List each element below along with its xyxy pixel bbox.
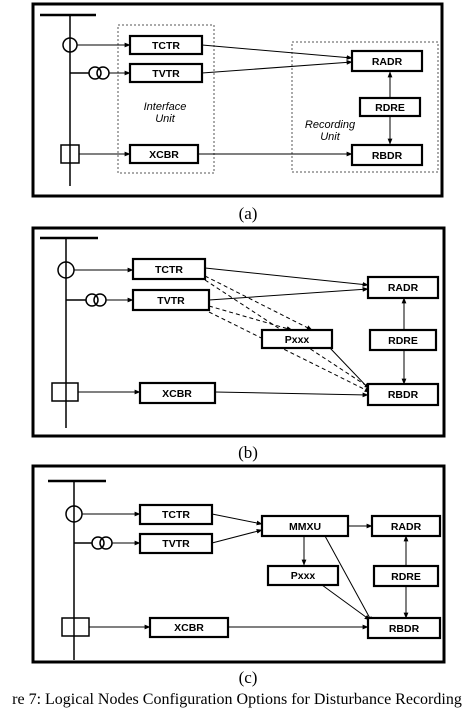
node-radr: RADR [370, 514, 442, 538]
arrow-pxxx-to-rbdr [329, 347, 373, 393]
node-rbdr: RBDR [366, 382, 440, 407]
arrow-tvtr-to-mmxu [211, 529, 263, 544]
interface-unit-box [117, 24, 215, 174]
arrow-mmxu-to-rbdr [324, 535, 373, 623]
node-pxxx: Pxxx [260, 328, 334, 350]
svg-text:MMXU: MMXU [289, 521, 321, 533]
node-rdre: RDRE [358, 96, 422, 118]
svg-text:RADR: RADR [388, 282, 419, 294]
arrow-tvtr-to-pxxx [208, 305, 293, 331]
arrow-xcbr-to-rbdr [214, 391, 369, 398]
svg-text:RADR: RADR [391, 521, 422, 533]
svg-text:RDRE: RDRE [375, 102, 405, 114]
arrow-tctr-to-radr [204, 267, 369, 287]
panel-b: TCTR TVTR Pxxx XCBR RADR RDRE RBDR (b) [31, 226, 446, 462]
panel-a-label: (a) [239, 204, 258, 223]
node-tctr: TCTR [131, 257, 207, 281]
svg-text:TVTR: TVTR [157, 295, 185, 307]
node-rdre: RDRE [372, 564, 440, 588]
svg-text:XCBR: XCBR [174, 622, 204, 634]
node-xcbr: XCBR [128, 143, 200, 165]
svg-text:TCTR: TCTR [152, 40, 180, 52]
panel-c: TCTR TVTR MMXU Pxxx XCBR RADR RDRE RBDR … [31, 464, 446, 687]
svg-text:TCTR: TCTR [155, 264, 183, 276]
unit-label-line: Unit [155, 113, 176, 125]
svg-text:RBDR: RBDR [388, 389, 419, 401]
svg-text:XCBR: XCBR [149, 149, 179, 161]
arrow-tctr-to-mmxu [211, 513, 263, 526]
svg-text:TVTR: TVTR [152, 68, 180, 80]
node-radr: RADR [350, 49, 424, 73]
node-xcbr: XCBR [138, 381, 217, 405]
arrow-tctr-to-radr [201, 44, 353, 60]
unit-label-line: Unit [320, 131, 341, 143]
svg-text:RDRE: RDRE [388, 335, 418, 347]
svg-text:Pxxx: Pxxx [291, 570, 316, 582]
node-tctr: TCTR [128, 34, 204, 56]
unit-label-line: Recording [305, 119, 356, 131]
node-rbdr: RBDR [350, 143, 424, 167]
figure-caption: re 7: Logical Nodes Configuration Option… [12, 691, 462, 708]
panel-b-label: (b) [238, 443, 258, 462]
node-pxxx: Pxxx [266, 564, 340, 587]
svg-text:TVTR: TVTR [162, 538, 190, 550]
node-rbdr: RBDR [366, 616, 442, 640]
arrow-tvtr-to-rbdr [208, 311, 371, 393]
node-tctr: TCTR [138, 503, 214, 526]
svg-text:TCTR: TCTR [162, 509, 190, 521]
node-tvtr: TVTR [128, 62, 204, 84]
unit-label-line: Interface [144, 101, 187, 113]
arrow-tvtr-to-radr [208, 286, 369, 301]
arrow-tctr-to-pxxx [204, 275, 313, 331]
recording-unit-box [291, 41, 439, 173]
svg-text:RBDR: RBDR [389, 623, 420, 635]
node-xcbr: XCBR [148, 616, 230, 639]
svg-text:RADR: RADR [372, 56, 403, 68]
node-rdre: RDRE [368, 328, 438, 352]
node-tvtr: TVTR [131, 288, 211, 312]
arrow-pxxx-to-rbdr [321, 584, 371, 621]
node-mmxu: MMXU [260, 514, 350, 538]
svg-text:Pxxx: Pxxx [285, 334, 310, 346]
svg-text:RDRE: RDRE [391, 571, 421, 583]
svg-text:RBDR: RBDR [372, 150, 403, 162]
svg-text:XCBR: XCBR [162, 388, 192, 400]
node-tvtr: TVTR [138, 532, 214, 555]
arrow-tvtr-to-radr [201, 60, 353, 74]
panel-c-label: (c) [239, 668, 258, 687]
node-radr: RADR [366, 275, 440, 300]
